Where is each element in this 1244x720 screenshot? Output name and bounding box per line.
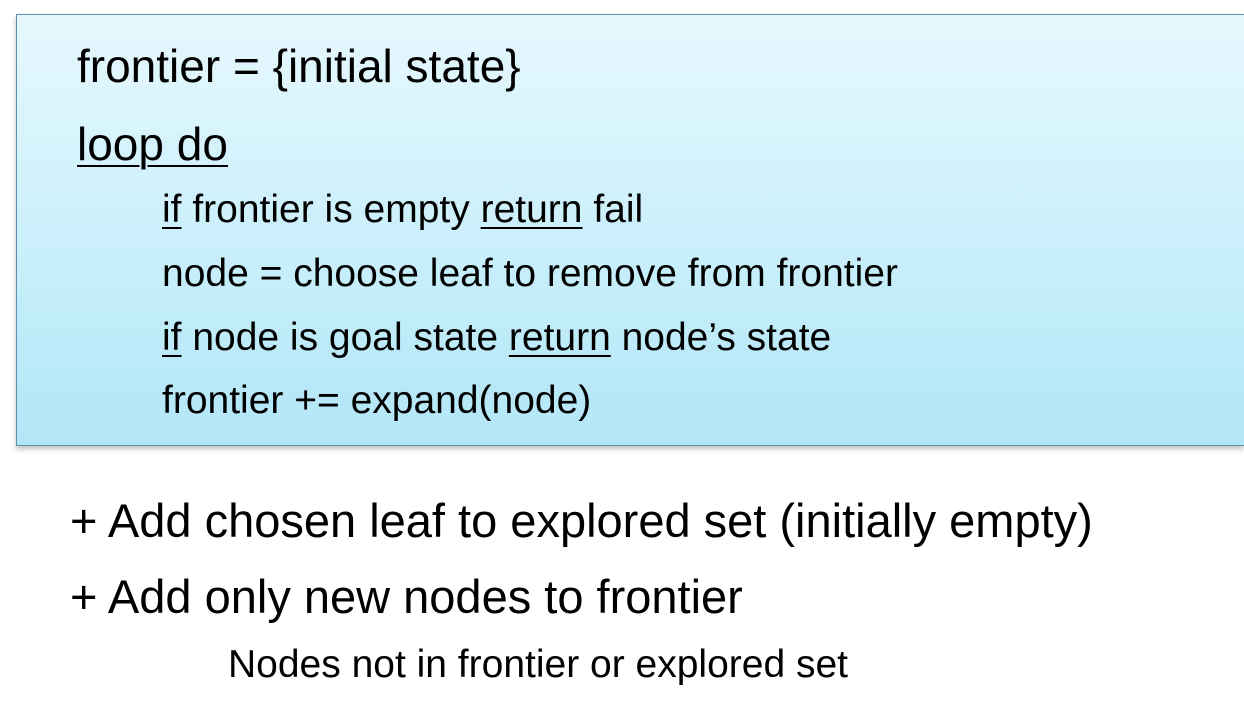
return-keyword: return xyxy=(480,188,583,231)
if-keyword: if xyxy=(162,188,182,231)
pseudocode-line-choose: node = choose leaf to remove from fronti… xyxy=(162,252,898,295)
note-explored-set: + Add chosen leaf to explored set (initi… xyxy=(70,494,1093,547)
return-value: fail xyxy=(582,188,644,231)
return-value: node’s state xyxy=(610,316,832,359)
pseudocode-line-empty-check: if frontier is empty return fail xyxy=(162,190,643,229)
return-keyword: return xyxy=(508,316,611,359)
pseudocode-box: frontier = {initial state} loop do if fr… xyxy=(16,14,1244,446)
condition-text: node is goal state xyxy=(181,316,509,359)
pseudocode-line-goal-check: if node is goal state return node’s stat… xyxy=(162,318,831,357)
if-keyword: if xyxy=(162,316,182,359)
pseudocode-loop-keyword: loop do xyxy=(77,118,228,170)
condition-text: frontier is empty xyxy=(181,188,481,231)
pseudocode-line-init: frontier = {initial state} xyxy=(77,40,521,92)
note-new-nodes: + Add only new nodes to frontier xyxy=(70,570,743,623)
pseudocode-line-expand: frontier += expand(node) xyxy=(162,379,592,422)
note-subpoint: Nodes not in frontier or explored set xyxy=(228,643,849,686)
